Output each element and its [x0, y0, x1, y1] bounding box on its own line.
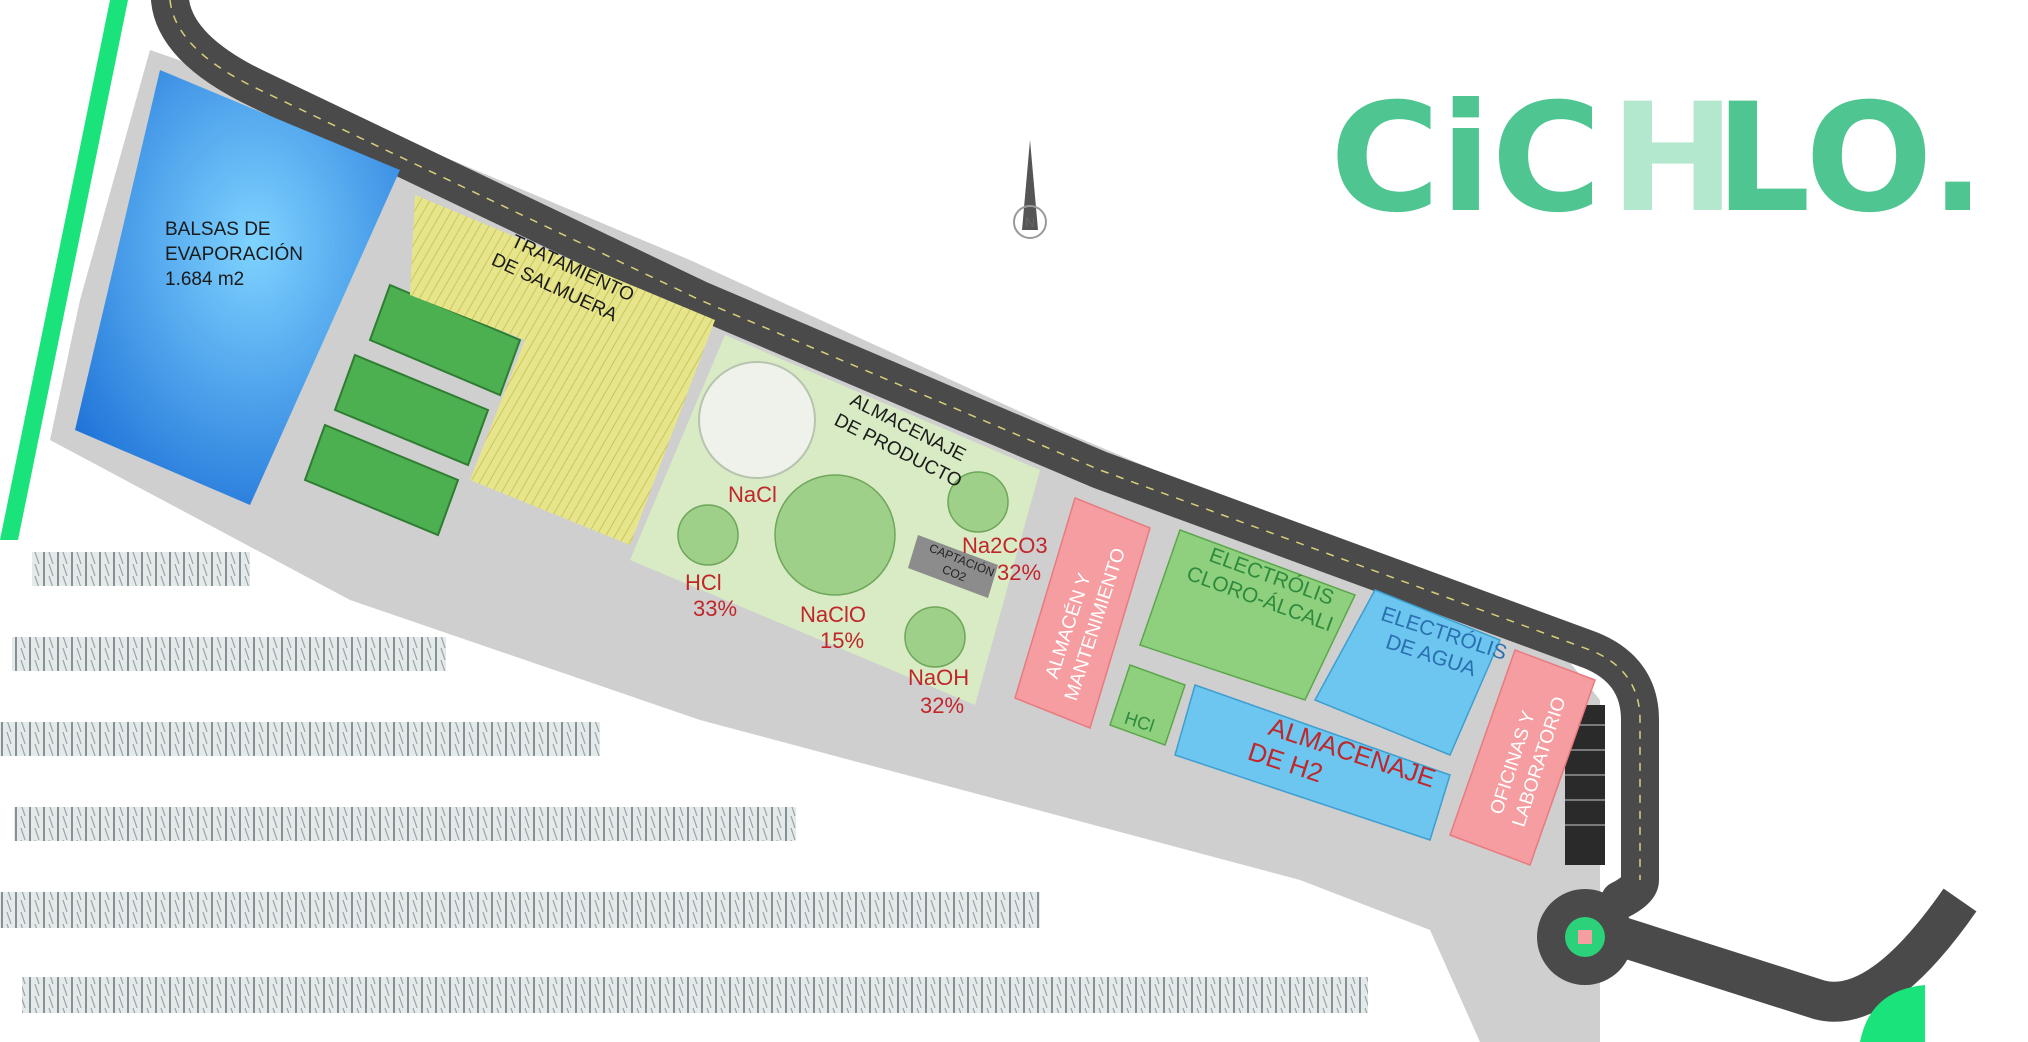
- tank-naoh: [904, 606, 966, 668]
- naclo-pct: 15%: [820, 628, 864, 653]
- hcl-label: HCl: [685, 570, 722, 595]
- exit-road: [1593, 888, 1977, 1022]
- tank-na2co3: [947, 471, 1009, 533]
- logo-text-mid: H: [1610, 80, 1736, 230]
- hcl-pct: 33%: [693, 596, 737, 621]
- green-corner: [1860, 985, 1925, 1042]
- evaporation-ponds-label-1: BALSAS DE: [165, 219, 271, 240]
- pv-row: [0, 892, 1040, 928]
- tank-naclo: [774, 474, 896, 596]
- roundabout-marker: [1578, 930, 1592, 944]
- water-electrolysis: [1313, 589, 1501, 756]
- road-centerline: [169, 0, 1641, 880]
- na2co3-pct: 32%: [997, 560, 1041, 585]
- warehouse-maintenance: [1014, 496, 1151, 730]
- logo-text-left: CiC: [1330, 80, 1602, 230]
- brine-treatment-area: [410, 195, 715, 545]
- north-mark: N: [1025, 214, 1035, 230]
- site-boundary-left: [0, 0, 128, 540]
- company-logo: CiC H LO .: [1330, 80, 1970, 230]
- pv-row: [12, 637, 446, 671]
- pv-row: [32, 552, 250, 586]
- hcl-unit: [1109, 664, 1186, 746]
- tank-hcl: [677, 504, 739, 566]
- h2-storage: [1174, 684, 1451, 841]
- pv-row: [14, 807, 796, 841]
- pv-row: [22, 977, 1368, 1013]
- naclo-label: NaClO: [800, 602, 866, 627]
- chlor-alkali-electrolysis: [1139, 529, 1357, 701]
- nacl-label: NaCl: [728, 482, 777, 507]
- evaporation-ponds: [75, 70, 400, 505]
- logo-text-right: LO: [1715, 80, 1933, 230]
- na2co3-label: Na2CO3: [962, 533, 1048, 558]
- naoh-pct: 32%: [920, 693, 964, 718]
- pv-row: [0, 722, 600, 756]
- offices-laboratory: [1449, 649, 1596, 866]
- settling-basins: [303, 283, 522, 537]
- north-arrow-icon: N: [1013, 140, 1047, 239]
- co2-capture-unit: [908, 535, 998, 598]
- tank-nacl: [698, 361, 816, 479]
- solar-panel-rows: [0, 552, 1368, 1013]
- logo-dot: .: [1930, 80, 1970, 230]
- evaporation-ponds-label-2: EVAPORACIÓN: [165, 243, 303, 265]
- evaporation-ponds-area: 1.684 m2: [165, 269, 244, 290]
- naoh-label: NaOH: [908, 665, 969, 690]
